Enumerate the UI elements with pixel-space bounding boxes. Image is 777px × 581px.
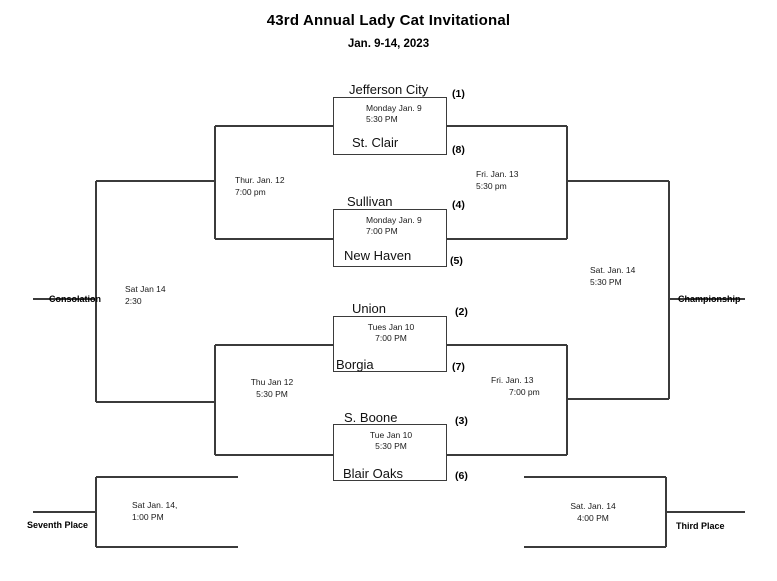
third-place-time: 4:00 PM: [577, 513, 609, 523]
game-2-top-seed: (4): [452, 199, 465, 211]
championship-date: Sat. Jan. 14: [590, 265, 636, 275]
final-upper-date: Fri. Jan. 13: [476, 169, 519, 179]
game-4-top-team[interactable]: S. Boone: [344, 410, 398, 425]
page-subtitle: Jan. 9-14, 2023: [347, 38, 430, 50]
game-2-top-team[interactable]: Sullivan: [347, 194, 393, 209]
seventh-place-time: 1:00 PM: [132, 512, 164, 522]
game-3-bottom-seed: (7): [452, 361, 465, 373]
final-upper-label: Fri. Jan. 13 5:30 pm: [476, 168, 519, 192]
game-4-box[interactable]: Tue Jan 10 5:30 PM: [333, 424, 447, 481]
final-lower-label: Fri. Jan. 13 7:00 pm: [491, 374, 540, 398]
game-1-top-seed: (1): [452, 88, 465, 100]
game-3-time: 7:00 PM: [375, 333, 407, 343]
consolation-info: Sat Jan 14 2:30: [125, 283, 166, 307]
final-lower-time: 7:00 pm: [509, 387, 540, 397]
consolation-time: 2:30: [125, 296, 142, 306]
semifinal-lower-date: Thu Jan 12: [250, 377, 294, 387]
third-place-info: Sat. Jan. 14 4:00 PM: [538, 500, 648, 524]
game-3-box[interactable]: Tues Jan 10 7:00 PM: [333, 316, 447, 372]
championship-info: Sat. Jan. 14 5:30 PM: [590, 264, 635, 288]
game-1-box[interactable]: Monday Jan. 9 5:30 PM: [333, 97, 447, 155]
game-1-top-team[interactable]: Jefferson City: [349, 82, 429, 97]
consolation-label: Consolation: [49, 294, 101, 304]
championship-time: 5:30 PM: [590, 277, 622, 287]
game-3-top-team[interactable]: Union: [352, 301, 386, 316]
page-title: 43rd Annual Lady Cat Invitational: [266, 12, 511, 29]
game-3-top-seed: (2): [455, 306, 468, 318]
seventh-place-date: Sat Jan. 14,: [132, 500, 178, 510]
game-4-bottom-seed: (6): [455, 470, 468, 482]
semifinal-upper-label: Thur. Jan. 12 7:00 pm: [235, 174, 285, 198]
game-4-date: Tue Jan 10: [369, 430, 413, 440]
game-3-date: Tues Jan 10: [367, 322, 415, 332]
semifinal-lower-time: 5:30 PM: [256, 389, 288, 399]
game-1-bottom-seed: (8): [452, 144, 465, 156]
semifinal-upper-date: Thur. Jan. 12: [235, 175, 285, 185]
semifinal-lower-label: Thu Jan 12 5:30 PM: [232, 376, 312, 400]
consolation-date: Sat Jan 14: [125, 284, 166, 294]
third-place-date: Sat. Jan. 14: [570, 501, 616, 511]
third-place-label: Third Place: [676, 521, 725, 531]
semifinal-upper-time: 7:00 pm: [235, 187, 266, 197]
final-lower-date: Fri. Jan. 13: [491, 375, 534, 385]
seventh-place-info: Sat Jan. 14, 1:00 PM: [132, 499, 177, 523]
game-1-time: 5:30 PM: [366, 114, 398, 124]
game-1-date: Monday Jan. 9: [366, 103, 422, 113]
game-4-bottom-team[interactable]: Blair Oaks: [343, 466, 403, 481]
game-2-date: Monday Jan. 9: [366, 215, 422, 225]
game-2-bottom-seed: (5): [450, 255, 463, 267]
game-1-bottom-team[interactable]: St. Clair: [352, 135, 399, 150]
game-2-bottom-team[interactable]: New Haven: [344, 248, 412, 263]
game-3-bottom-team[interactable]: Borgia: [336, 357, 374, 372]
game-2-box[interactable]: Monday Jan. 9 7:00 PM: [333, 209, 447, 267]
game-4-top-seed: (3): [455, 415, 468, 427]
championship-label: Championship: [678, 294, 741, 304]
seventh-place-label: Seventh Place: [27, 520, 89, 530]
game-2-time: 7:00 PM: [366, 226, 398, 236]
final-upper-time: 5:30 pm: [476, 181, 507, 191]
game-4-time: 5:30 PM: [375, 441, 407, 451]
